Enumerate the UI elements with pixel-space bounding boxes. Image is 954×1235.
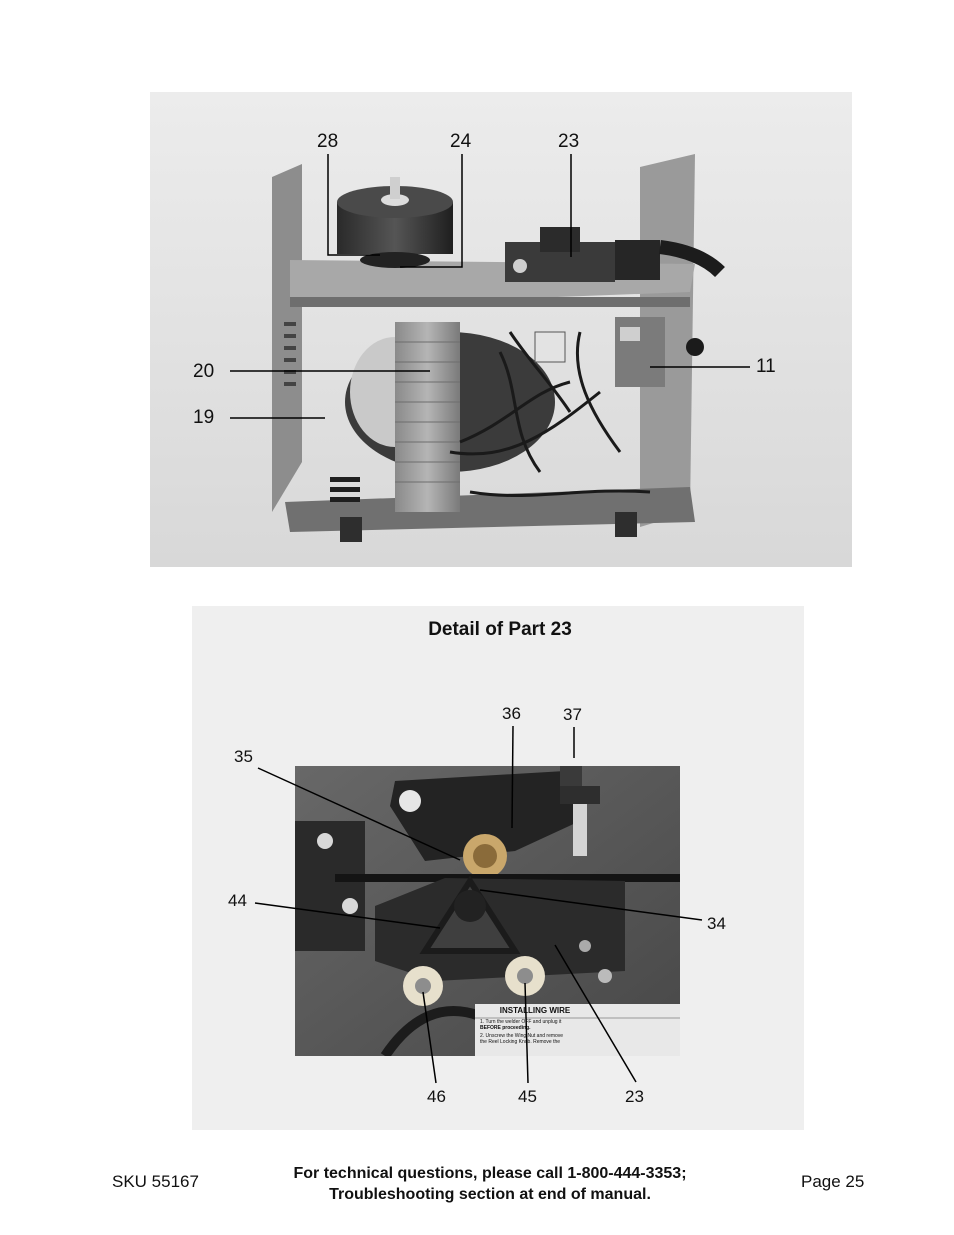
label-line-1: 1. Turn the welder OFF and unplug it — [480, 1019, 562, 1025]
callout-11: 11 — [756, 356, 776, 377]
callout-35: 35 — [234, 747, 253, 766]
footer-support-text: For technical questions, please call 1-8… — [240, 1163, 740, 1205]
callout-24: 24 — [450, 131, 472, 152]
detail-title: Detail of Part 23 — [428, 619, 572, 640]
callout-23-detail: 23 — [625, 1087, 644, 1106]
label-heading: INSTALLING WIRE — [499, 1006, 571, 1015]
callout-46: 46 — [427, 1087, 446, 1106]
footer-page-number: Page 25 — [801, 1172, 865, 1191]
callout-36: 36 — [502, 704, 521, 723]
welder-interior-photo — [150, 92, 852, 567]
label-line-3: 2. Unscrew the Wing Nut and remove — [480, 1033, 564, 1039]
footer-support-line-2: Troubleshooting section at end of manual… — [329, 1186, 651, 1203]
callout-20: 20 — [193, 361, 215, 382]
callout-37: 37 — [563, 705, 582, 724]
footer-sku: SKU 55167 — [112, 1172, 199, 1191]
callout-28: 28 — [317, 131, 339, 152]
footer-support-line-1: For technical questions, please call 1-8… — [293, 1165, 687, 1182]
label-line-4: the Reel Locking Knob. Remove the — [480, 1039, 561, 1045]
callout-34: 34 — [707, 914, 726, 933]
label-line-2: BEFORE proceeding. — [480, 1025, 531, 1031]
drive-assembly-detail-photo — [295, 766, 680, 1056]
installing-wire-label: INSTALLING WIRE 1. Turn the welder OFF a… — [480, 1006, 680, 1056]
callout-45: 45 — [518, 1087, 537, 1106]
callout-23: 23 — [558, 131, 580, 152]
callout-19: 19 — [193, 407, 215, 428]
callout-44: 44 — [228, 891, 247, 910]
